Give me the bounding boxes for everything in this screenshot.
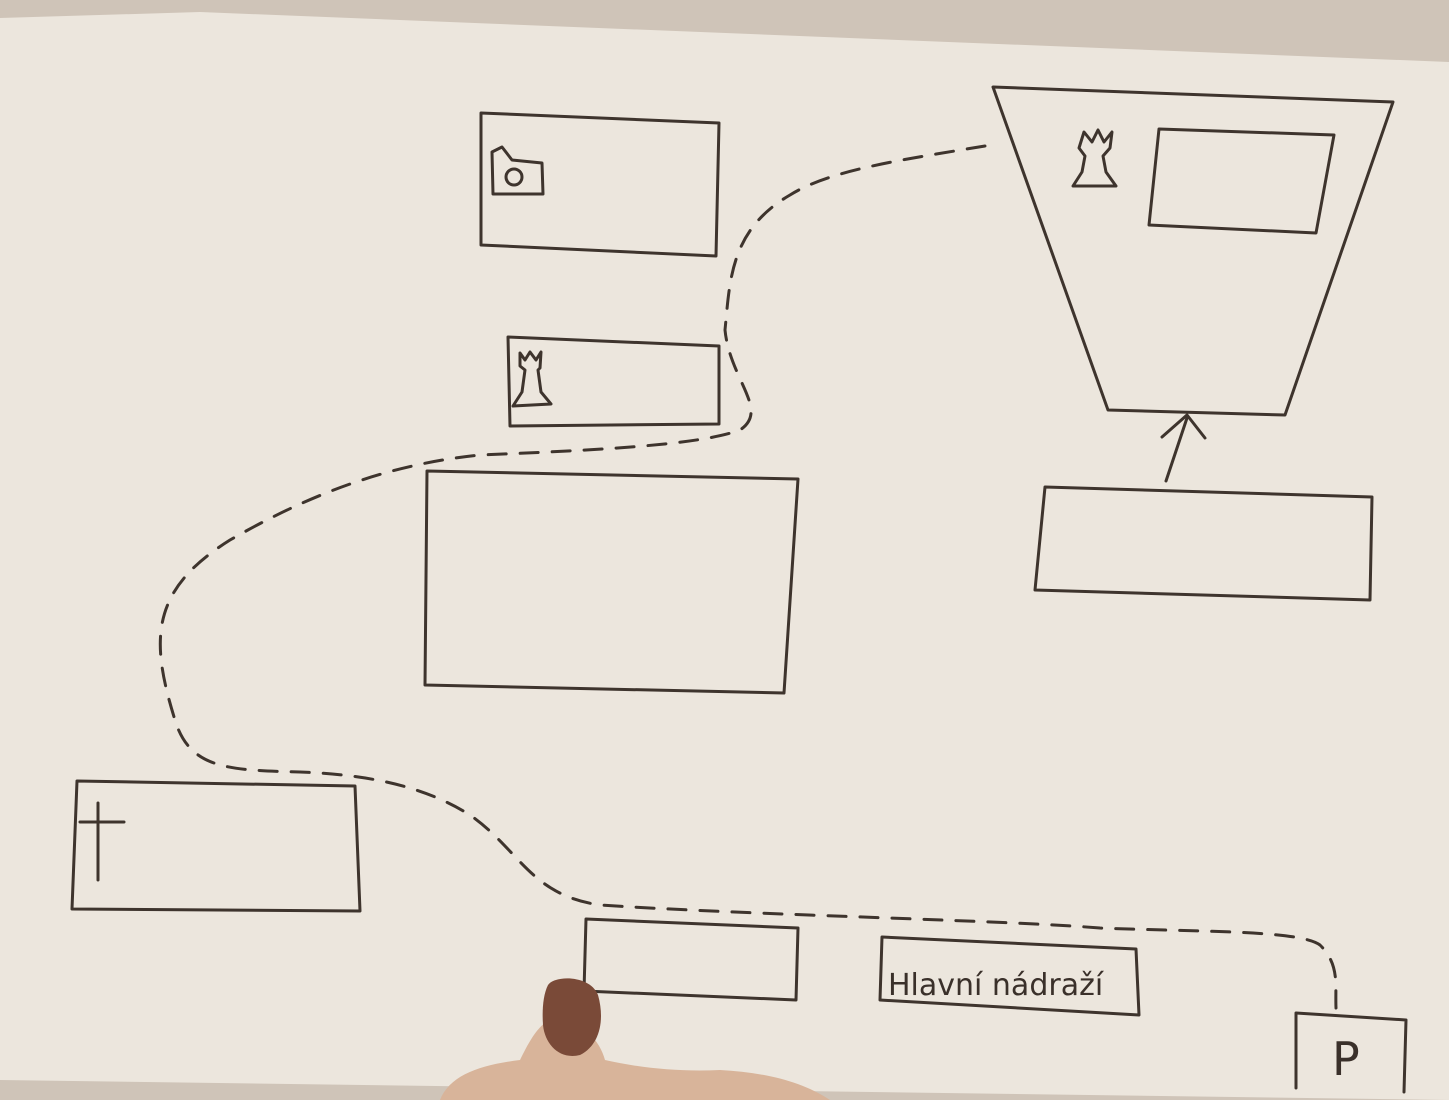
station-label: Hlavní nádraží xyxy=(888,968,1105,1003)
central-box xyxy=(423,469,800,695)
rook-box-small xyxy=(506,335,721,428)
station-box xyxy=(878,935,1141,1017)
cross-box xyxy=(70,779,362,913)
trapezoid-building xyxy=(991,85,1395,417)
parking-box xyxy=(1294,1011,1408,1094)
chess-rook-icon xyxy=(511,350,553,408)
parking-label: P xyxy=(1332,1032,1360,1086)
trapezoid-inner-box xyxy=(1147,127,1336,235)
right-box xyxy=(1033,485,1374,602)
arrow-up-icon xyxy=(1160,413,1207,483)
camera-box xyxy=(479,111,721,258)
cross-icon xyxy=(78,801,126,882)
dashed-route xyxy=(158,144,1338,1010)
fingernail xyxy=(542,978,601,1056)
paper-sheet xyxy=(0,12,1449,1100)
hand xyxy=(440,978,830,1100)
camera-icon xyxy=(490,145,545,196)
bottom-middle-box xyxy=(582,917,800,1002)
chess-rook-icon xyxy=(1071,128,1118,188)
